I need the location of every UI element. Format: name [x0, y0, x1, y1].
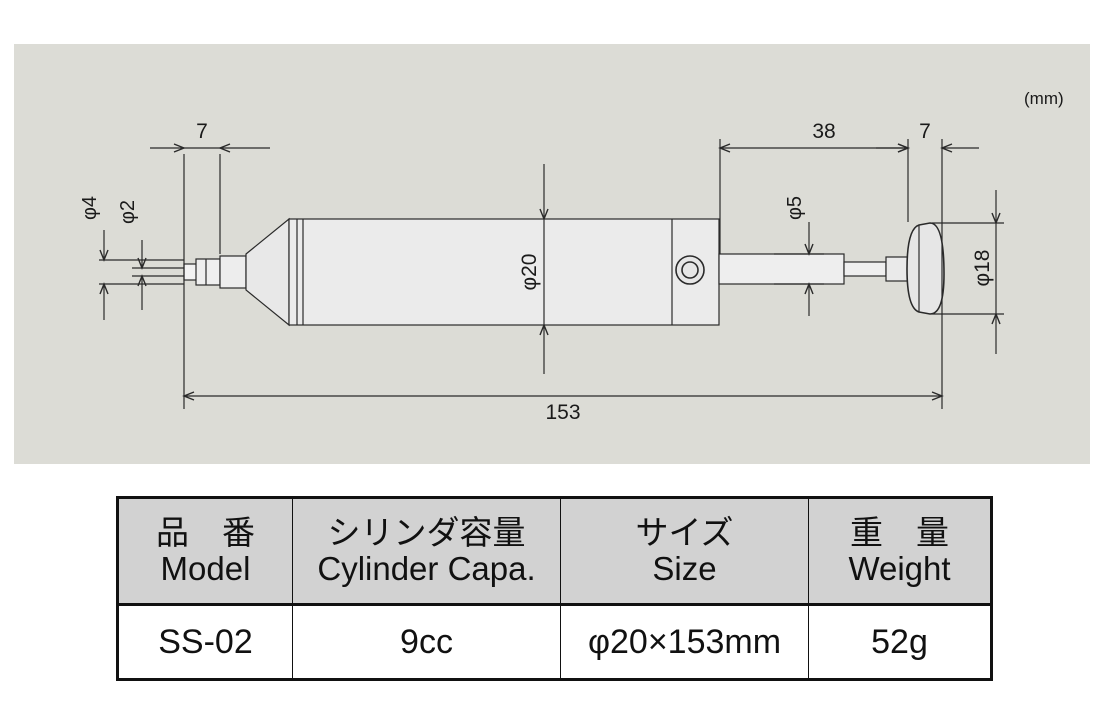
dim-tip-outer-dia: φ4 — [79, 196, 101, 220]
dim-tip-length: 7 — [196, 120, 208, 143]
cell-size: φ20×153mm — [560, 604, 809, 680]
plunger-knob — [906, 222, 945, 315]
dim-body-dia: φ20 — [518, 254, 541, 291]
nozzle-tip — [183, 255, 247, 289]
cell-model: SS-02 — [117, 604, 293, 680]
nozzle-cone — [245, 217, 290, 327]
table-row: SS-02 9cc φ20×153mm 52g — [117, 604, 992, 680]
header-cylinder-capa: シリンダ容量 Cylinder Capa. — [292, 497, 561, 605]
dim-rod-dia: φ5 — [784, 196, 806, 220]
syringe-drawing-svg: (mm) — [79, 89, 1064, 424]
cell-weight: 52g — [808, 604, 992, 680]
cell-cylinder-capa: 9cc — [292, 604, 561, 680]
header-model: 品 番 Model — [117, 497, 293, 605]
dim-knob-dia: φ18 — [971, 250, 994, 287]
syringe-body — [288, 218, 720, 326]
dim-knob-length: 7 — [919, 120, 931, 143]
dim-tip-inner-dia: φ2 — [117, 200, 139, 224]
header-weight: 重 量 Weight — [808, 497, 992, 605]
dim-plunger-travel: 38 — [812, 120, 835, 143]
header-size: サイズ Size — [560, 497, 809, 605]
unit-label: (mm) — [1024, 89, 1064, 108]
technical-drawing: (mm) — [14, 44, 1090, 464]
plunger-rod — [718, 253, 909, 285]
spec-table: 品 番 Model シリンダ容量 Cylinder Capa. サイズ Size… — [116, 496, 993, 681]
dim-total-length: 153 — [545, 401, 580, 424]
table-header-row: 品 番 Model シリンダ容量 Cylinder Capa. サイズ Size… — [117, 497, 992, 605]
